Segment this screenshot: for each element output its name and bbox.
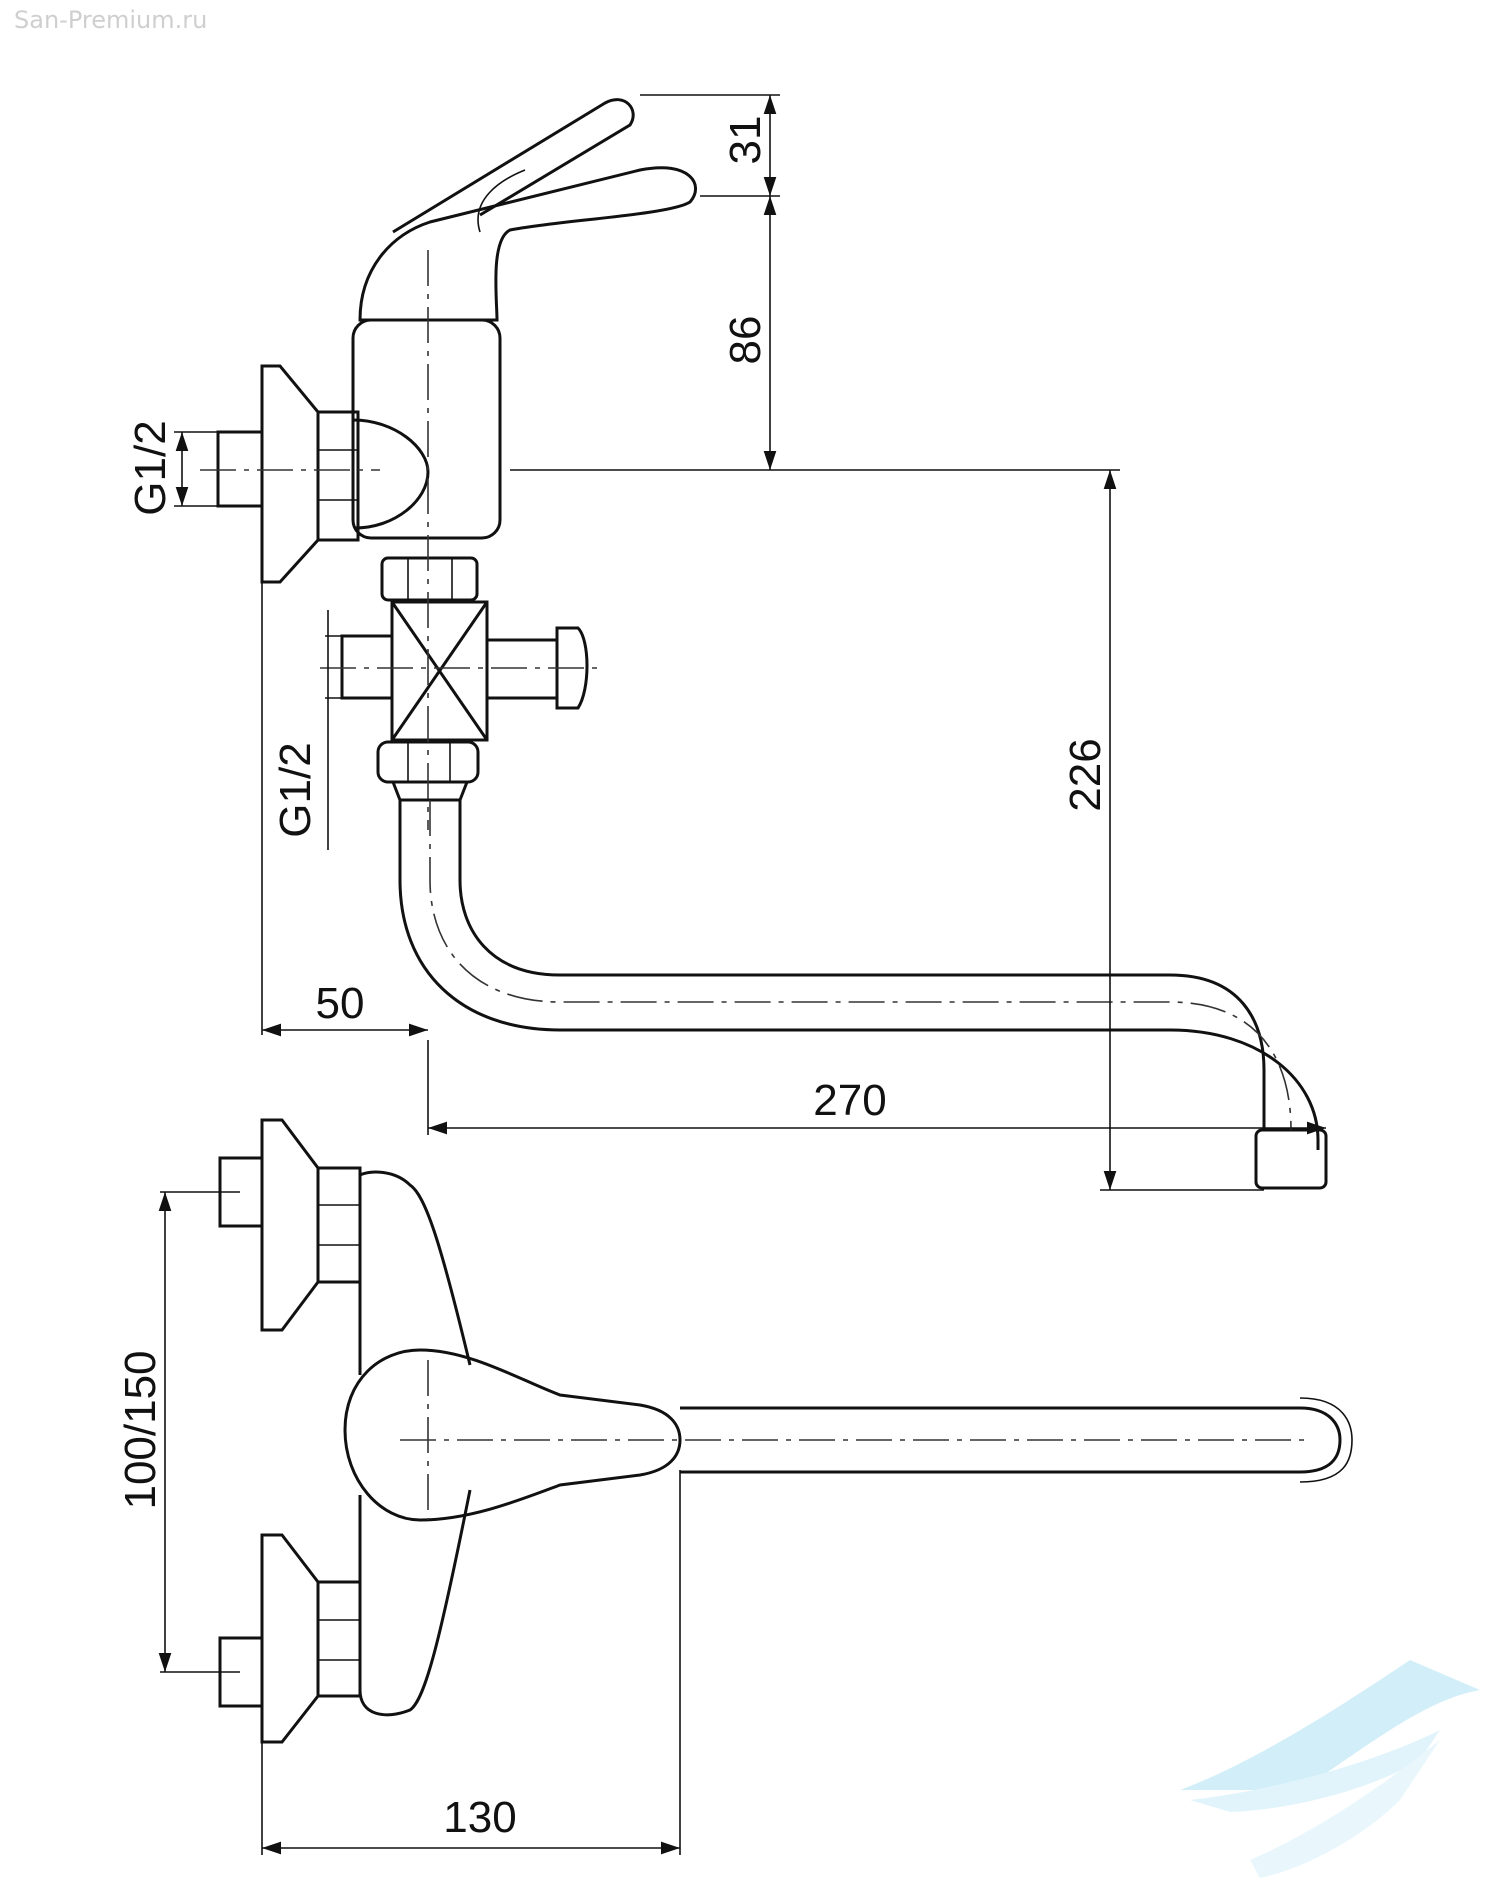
dim-text-50: 50 (316, 979, 365, 1028)
lever-top (343, 1348, 682, 1522)
side-view: 31 86 226 G1/2 G1/2 50 270 (126, 94, 1328, 1191)
spout-top (680, 1397, 1353, 1483)
dim-text-226: 226 (1061, 738, 1110, 811)
dim-text-31: 31 (721, 116, 770, 165)
mixer-body-top (358, 1170, 472, 1717)
diverter-block (340, 600, 589, 742)
dim-text-g12-diverter: G1/2 (271, 742, 320, 837)
mixer-body (351, 318, 502, 540)
spout (398, 800, 1328, 1190)
dim-text-86: 86 (721, 316, 770, 365)
wall-flange-upper (218, 1118, 362, 1332)
san-premium-logo-icon (1180, 1660, 1480, 1878)
wall-flange-top (216, 364, 360, 584)
watermark-text: San-Premium.ru (14, 6, 208, 34)
dim-text-g12-top: G1/2 (126, 420, 175, 515)
wall-flange-lower (218, 1533, 362, 1744)
dim-text-100-150: 100/150 (116, 1350, 165, 1509)
dim-text-270: 270 (813, 1076, 886, 1125)
dim-text-130: 130 (443, 1793, 516, 1842)
lever-handle (358, 98, 697, 322)
connector-nut (380, 556, 479, 602)
top-view: 100/150 130 (116, 1118, 1353, 1855)
